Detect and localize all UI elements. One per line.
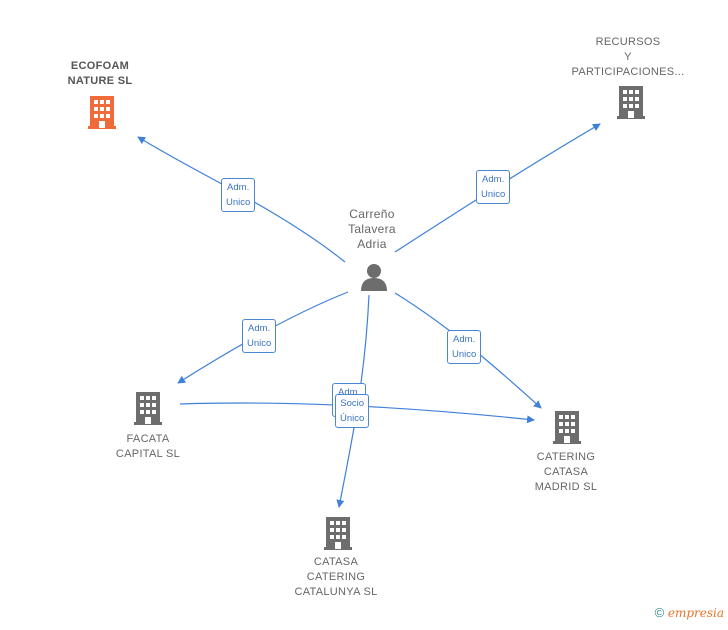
company-name-ecofoam[interactable]: ECOFOAM NATURE SL: [67, 60, 133, 87]
relation-label-facata[interactable]: Adm. Unico: [242, 319, 277, 353]
company-name-recursos[interactable]: RECURSOS Y PARTICIPACIONES...: [571, 36, 685, 78]
company-name-facata[interactable]: FACATA CAPITAL SL: [115, 433, 181, 460]
relation-label-catering-madrid[interactable]: Adm. Unico: [447, 330, 482, 364]
copyright-icon: ©: [654, 605, 665, 620]
person-icon[interactable]: [360, 262, 388, 292]
relation-label-recursos[interactable]: Adm. Unico: [476, 170, 511, 204]
building-icon[interactable]: [132, 390, 164, 426]
relation-label-socio-unico[interactable]: Socio Único: [335, 394, 370, 428]
person-name[interactable]: Carreño Talavera Adria: [348, 207, 396, 251]
building-icon[interactable]: [322, 515, 354, 551]
brand-logo[interactable]: empresia: [667, 606, 724, 620]
relation-label-ecofoam[interactable]: Adm. Unico: [221, 178, 256, 212]
copyright-footer: © empresia: [655, 605, 724, 620]
company-name-catering-madrid[interactable]: CATERING CATASA MADRID SL: [534, 451, 598, 493]
company-name-catasa-catalunya[interactable]: CATASA CATERING CATALUNYA SL: [294, 556, 378, 598]
building-icon[interactable]: [551, 409, 583, 445]
building-icon[interactable]: [615, 84, 647, 120]
building-icon[interactable]: [86, 94, 118, 130]
